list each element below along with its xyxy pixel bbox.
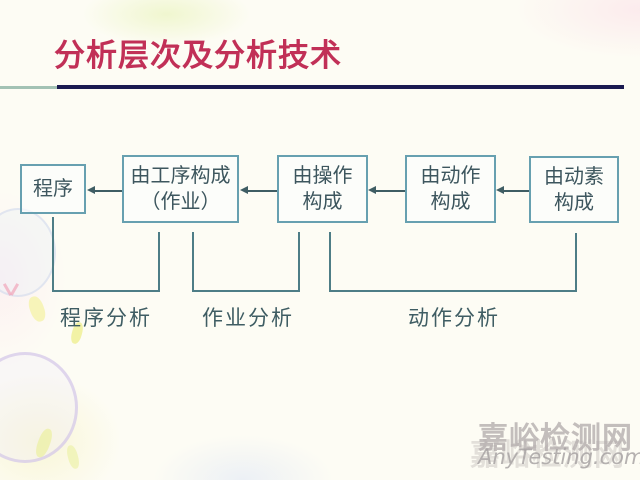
arrow-left-icon [496, 186, 529, 195]
slide-title: 分析层次及分析技术 [54, 38, 342, 73]
bracket-line [52, 217, 54, 292]
watermark-text: 嘉峪检测网 [478, 422, 633, 455]
arrow-shaft [94, 189, 122, 192]
confetti-decoration [25, 294, 49, 324]
bracket-line [158, 232, 160, 292]
arrowhead-icon [368, 186, 376, 194]
watermark-text-shadow: 嘉峪检测网 [470, 439, 625, 472]
watermark-site: AnyTesting.com [478, 445, 640, 469]
bracket-line [298, 232, 300, 292]
arrow-left-icon [368, 186, 405, 195]
arrow-left-icon [87, 186, 122, 195]
bracket-line [575, 233, 577, 292]
arrowhead-icon [87, 186, 95, 194]
label-motion-analysis: 动作分析 [408, 306, 500, 330]
balloon-decoration-left [0, 208, 56, 297]
arrowhead-icon [240, 186, 248, 194]
box-process: 由工序构成 （作业） [122, 155, 239, 223]
box-therblig: 由动素 构成 [529, 156, 619, 223]
bracket-line [52, 290, 160, 292]
label-operation-analysis: 作业分析 [202, 306, 294, 330]
box-motion: 由动作 构成 [405, 155, 496, 223]
box-operation: 由操作 构成 [277, 155, 368, 223]
arrow-left-icon [240, 186, 277, 195]
confetti-decoration [65, 444, 81, 470]
title-underline [57, 85, 624, 89]
box-therblig-label: 由动素 构成 [544, 165, 604, 214]
bracket-line [329, 232, 331, 292]
box-motion-label: 由动作 构成 [420, 165, 481, 213]
arrow-shaft [247, 189, 277, 192]
arrow-shaft [503, 189, 529, 192]
box-operation-label: 由操作 构成 [292, 165, 353, 213]
label-procedure-analysis: 程序分析 [60, 306, 152, 330]
title-underline-accent [0, 86, 58, 89]
box-program-label: 程序 [33, 178, 73, 200]
box-process-label: 由工序构成 （作业） [130, 165, 231, 213]
arrow-shaft [375, 189, 405, 192]
box-program: 程序 [20, 164, 86, 214]
bracket-line [192, 232, 194, 292]
arrowhead-icon [496, 186, 504, 194]
bracket-line [329, 290, 577, 292]
bracket-line [192, 290, 300, 292]
